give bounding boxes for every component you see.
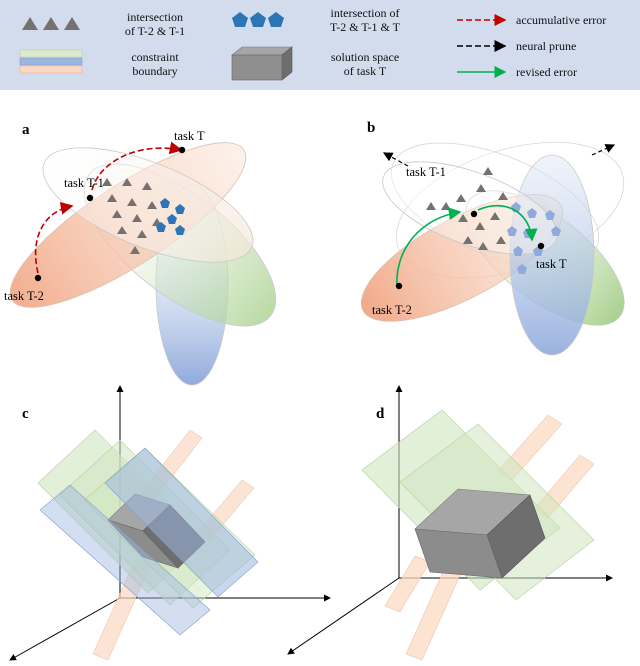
legend-revised-error-label: revised error (516, 65, 577, 79)
legend-panel: intersection of T-2 & T-1 intersection o… (0, 0, 640, 90)
panel-a-task-t2-dot (34, 274, 42, 282)
panel-b-letter: b (367, 120, 375, 136)
panel-c-blue-plane-2 (39, 484, 211, 636)
panel-b-blue-ellipse (509, 154, 595, 356)
panel-b-neural-prune-arrow-left (382, 152, 409, 167)
legend-graphics (19, 12, 507, 81)
legend-solution-label-line2: of task T (343, 64, 387, 78)
legend-triangle-label-line2: of T-2 & T-1 (124, 24, 186, 38)
legend-neural-prune-label: neural prune (516, 39, 577, 53)
legend-triangle-label: intersection of T-2 & T-1 (100, 10, 210, 38)
panel-c: c (9, 385, 331, 661)
legend-pentagon-markers (232, 12, 284, 27)
legend-orange-bar (19, 65, 83, 74)
panel-a-task-t1-dot (86, 194, 94, 202)
panel-b-revised-error-arrow-1 (396, 207, 462, 287)
panel-b-revised-error-arrow-2 (477, 205, 538, 242)
legend-blue-bar (19, 57, 83, 66)
panel-a-task-t1-label: task T-1 (64, 176, 104, 190)
panel-a-task-t1-ellipse (42, 147, 254, 263)
panel-d-solution-box (414, 488, 546, 579)
panel-b-task-t-label: task T (536, 257, 567, 271)
legend-solution-label-line1: solution space (330, 50, 400, 64)
legend-triangle-label-line1: intersection (127, 10, 183, 24)
panel-b-task-t1-dot (470, 210, 478, 218)
panel-a-pentagons (156, 198, 185, 235)
legend-pentagon-label: intersection of T-2 & T-1 & T (310, 6, 420, 34)
legend-solution-box (231, 46, 293, 81)
legend-pentagon-label-line2: T-2 & T-1 & T (329, 20, 400, 34)
legend-pentagon-label-line1: intersection of (330, 6, 400, 20)
panel-b-triangles (426, 167, 508, 250)
legend-constraint-label-line2: boundary (132, 64, 178, 78)
legend-green-bar (19, 49, 83, 58)
panel-a-task-t-label: task T (174, 129, 205, 143)
panel-c-y-axis (9, 597, 121, 661)
panel-c-blue-plane-1 (104, 447, 259, 598)
panel-a: a task T task T-1 task T-2 (4, 122, 277, 386)
panel-d-letter: d (376, 406, 385, 422)
panel-a-task-t2-label: task T-2 (4, 289, 44, 303)
panel-a-letter: a (22, 122, 30, 138)
panel-b-neural-prune-arrow-right (591, 144, 616, 156)
panel-a-accumulative-error-arrow-2 (91, 141, 183, 191)
panel-b-task-t2-dot (395, 282, 403, 290)
panel-b: b task T-1 task T task T-2 (360, 120, 625, 356)
legend-solution-label: solution space of task T (310, 50, 420, 78)
legend-constraint-label: constraint boundary (100, 50, 210, 78)
panel-b-task-t-dot (537, 242, 545, 250)
legend-constraint-label-line1: constraint (131, 50, 179, 64)
panel-b-task-t1-label: task T-1 (406, 165, 446, 179)
legend-accumulative-error-label: accumulative error (516, 13, 607, 27)
panel-a-task-t-dot (178, 146, 186, 154)
legend-triangle-markers (22, 17, 80, 30)
panel-c-letter: c (22, 406, 29, 422)
panel-d: d (287, 385, 613, 661)
panel-d-y-axis (287, 577, 400, 655)
panel-b-task-t2-label: task T-2 (372, 303, 412, 317)
panel-d-orange-bar-lower-left (384, 555, 431, 613)
panel-a-triangles (102, 178, 162, 254)
panel-a-accumulative-error-arrow-1 (34, 201, 74, 274)
